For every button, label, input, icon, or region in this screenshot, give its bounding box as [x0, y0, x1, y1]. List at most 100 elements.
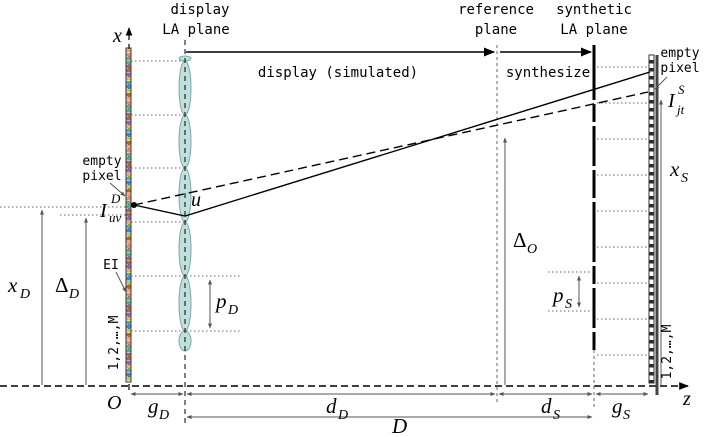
synthetic-pixel	[649, 116, 654, 120]
synthetic-label-1: synthetic	[556, 2, 632, 18]
display-pixel	[126, 93, 131, 97]
I-D-sub: uv	[109, 210, 122, 225]
synthetic-pixel	[649, 80, 654, 84]
display-pixel	[126, 345, 131, 349]
display-pixel	[126, 297, 131, 301]
synthetic-pixel	[649, 124, 654, 128]
display-pixel	[126, 313, 131, 317]
display-pixel	[126, 325, 131, 329]
synthetic-pixel	[649, 204, 654, 208]
g-D-sub: D	[158, 408, 169, 423]
I-D-label: I	[99, 200, 108, 222]
delta-D-label: Δ	[55, 273, 69, 297]
display-pixel	[126, 229, 131, 233]
display-pixel	[126, 285, 131, 289]
synthetic-pixel	[649, 120, 654, 124]
synthetic-pixel	[649, 196, 654, 200]
empty-pixel-right-1: empty	[660, 46, 699, 61]
synthetic-pixel	[649, 224, 654, 228]
g-S-sub: S	[623, 408, 630, 423]
display-pixel	[126, 253, 131, 257]
synthetic-pixel	[649, 176, 654, 180]
display-pixel	[126, 197, 131, 201]
display-pixel	[126, 121, 131, 125]
synthetic-pixel	[649, 60, 654, 64]
display-pixel	[126, 49, 131, 53]
display-pixel	[126, 193, 131, 197]
synthetic-pixel	[649, 284, 654, 288]
synthetic-pixel	[649, 108, 654, 112]
synthetic-pixel	[649, 328, 654, 332]
display-pixel	[126, 333, 131, 337]
synthetic-pixel	[649, 152, 654, 156]
display-pixel	[126, 245, 131, 249]
synthetic-pixel	[649, 296, 654, 300]
solid-ray	[133, 71, 651, 217]
ei-pointer	[115, 271, 127, 293]
display-pixel	[126, 201, 131, 205]
synthetic-pixel	[649, 268, 654, 272]
delta-O-sub: O	[527, 242, 537, 257]
display-pixel	[126, 369, 131, 373]
display-pixel	[126, 269, 131, 273]
display-pixel	[126, 89, 131, 93]
display-pixel	[126, 161, 131, 165]
x-D-sub: D	[19, 287, 30, 302]
display-pixel	[126, 309, 131, 313]
I-S-sup: S	[678, 82, 685, 97]
display-guide-lines	[131, 60, 184, 332]
display-pixel	[126, 125, 131, 129]
synthetic-pixel	[649, 336, 654, 340]
synthetic-pixel	[649, 300, 654, 304]
synthetic-pixel	[649, 236, 654, 240]
synthetic-pixel	[649, 232, 654, 236]
display-pixel	[126, 361, 131, 365]
empty-pixel-right-2: pixel	[660, 61, 699, 76]
p-D-label: p	[214, 289, 227, 313]
display-pixel	[126, 301, 131, 305]
ei-label: EI	[103, 258, 119, 273]
index-left-label: 1,2,…,M	[107, 315, 122, 370]
display-pixel	[126, 149, 131, 153]
display-pixel	[126, 105, 131, 109]
synthetic-pixel	[649, 192, 654, 196]
empty-pixel-right-pointer	[654, 76, 668, 90]
synthetic-pixel	[649, 136, 654, 140]
synthetic-pixel	[649, 64, 654, 68]
display-pixel	[126, 213, 131, 217]
synthetic-pixel	[649, 96, 654, 100]
synthetic-pixel	[649, 104, 654, 108]
display-pixel	[126, 153, 131, 157]
reference-label-1: reference	[458, 2, 534, 18]
display-pixel	[126, 293, 131, 297]
d-D-sub: D	[337, 408, 348, 423]
display-pixel	[126, 97, 131, 101]
empty-pixel-left-pointer	[109, 182, 126, 197]
d-D-label: d	[326, 394, 337, 418]
synthetic-pixel	[649, 260, 654, 264]
display-pixel	[126, 377, 131, 381]
display-pixel	[126, 357, 131, 361]
synthetic-pixel	[649, 140, 654, 144]
index-right-label: 1,2,…,M	[660, 324, 675, 379]
axis-z-label: z	[682, 388, 691, 410]
synthetic-pixel	[649, 352, 654, 356]
synthetic-pixel	[649, 360, 654, 364]
synthetic-pixel	[649, 356, 654, 360]
synthetic-pixel	[649, 172, 654, 176]
display-pixel	[126, 217, 131, 221]
display-pixel	[126, 81, 131, 85]
display-pixel	[126, 113, 131, 117]
synthetic-pixel	[649, 68, 654, 72]
synthetic-pixel	[649, 148, 654, 152]
display-pixel	[126, 289, 131, 293]
synthetic-pixel	[649, 160, 654, 164]
synthetic-pixel	[649, 180, 654, 184]
pixel-point	[131, 202, 137, 208]
synthetic-pixel	[649, 216, 654, 220]
display-pixel	[126, 133, 131, 137]
x-S-sub: S	[681, 171, 688, 186]
display-pixel	[126, 57, 131, 61]
synthetic-pixel	[649, 272, 654, 276]
